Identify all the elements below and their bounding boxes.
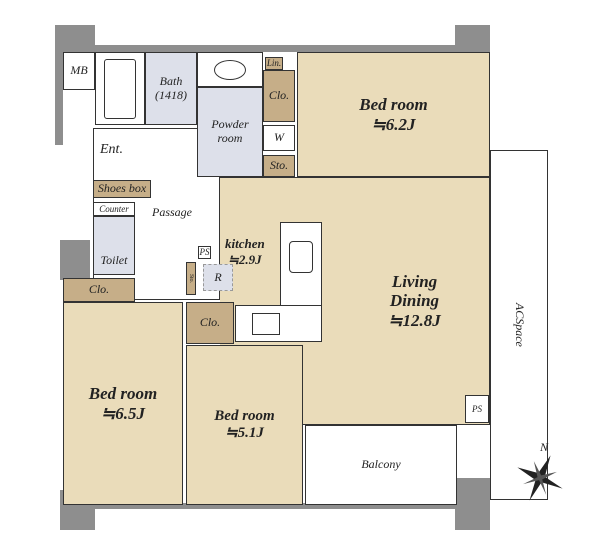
bed2-size: ≒6.5J bbox=[100, 403, 145, 423]
bed3-size: ≒5.1J bbox=[225, 425, 264, 441]
ps-shaft: PS bbox=[198, 246, 211, 259]
ps1-label: PS bbox=[199, 247, 210, 258]
bedroom-6-2: Bed room≒6.2J bbox=[297, 52, 490, 177]
pillar-bottom-right bbox=[455, 478, 490, 530]
ac-space: ACSpace bbox=[490, 150, 548, 500]
stove-counter bbox=[235, 305, 322, 342]
ac-label: ACSpace bbox=[512, 302, 527, 347]
dining-label: Dining bbox=[389, 291, 440, 311]
pillar-top-left bbox=[55, 25, 95, 50]
closet-left: Clo. bbox=[63, 278, 135, 302]
mb-label: MB bbox=[70, 63, 88, 78]
sto-small-label: Sto. bbox=[188, 273, 195, 284]
closet-kitchen: Clo. bbox=[186, 302, 234, 344]
counter-label: Counter bbox=[99, 203, 129, 214]
sto-top-label: Sto. bbox=[269, 158, 289, 173]
north-label: N bbox=[540, 440, 549, 454]
wall-bottom bbox=[60, 503, 460, 509]
clo-kitchen-label: Clo. bbox=[199, 315, 221, 330]
wall-left-upper bbox=[55, 45, 63, 145]
pillar-left bbox=[60, 240, 90, 280]
compass-icon bbox=[510, 448, 570, 508]
shoes-label: Shoes box bbox=[97, 181, 147, 196]
w-label: W bbox=[274, 130, 284, 145]
ps2-label: PS bbox=[472, 403, 482, 414]
entrance-label: Ent. bbox=[100, 142, 123, 157]
bed1-label: Bed room bbox=[359, 94, 428, 114]
toilet-label: Toilet bbox=[100, 253, 128, 268]
storage-small: Sto. bbox=[186, 262, 196, 295]
closet-top: Clo. bbox=[263, 70, 295, 122]
mb-room: MB bbox=[63, 52, 95, 90]
bed2-label: Bed room bbox=[88, 383, 158, 403]
wall-top bbox=[55, 45, 490, 52]
r-label: R bbox=[214, 269, 222, 284]
washer-space: W bbox=[263, 125, 295, 151]
toilet: Toilet bbox=[93, 216, 135, 275]
washbasin bbox=[197, 52, 263, 87]
bed3-label: Bed room bbox=[214, 407, 275, 424]
bath: Bath(1418) bbox=[145, 52, 197, 125]
bathtub bbox=[95, 52, 145, 125]
clo-left-label: Clo. bbox=[88, 282, 110, 297]
clo-top-label: Clo. bbox=[268, 88, 290, 103]
kitchen-label: kitchen≒2.9J bbox=[225, 236, 265, 267]
living-label: Living bbox=[391, 271, 438, 291]
powder-label: Powder bbox=[211, 117, 249, 132]
bedroom-6-5: Bed room≒6.5J bbox=[63, 302, 183, 505]
bath-size: (1418) bbox=[155, 87, 187, 102]
balcony-label: Balcony bbox=[361, 457, 401, 472]
pillar-top-right bbox=[455, 25, 490, 55]
living-size: ≒12.8J bbox=[388, 310, 441, 330]
bedroom-5-1: Bed room≒5.1J bbox=[186, 345, 303, 505]
ps-shaft-2: PS bbox=[465, 395, 489, 423]
powder-label-2: room bbox=[217, 131, 243, 145]
bed1-size: ≒6.2J bbox=[371, 114, 416, 134]
balcony: Balcony bbox=[305, 425, 457, 505]
refrigerator: R bbox=[203, 264, 233, 291]
passage-label: Passage bbox=[152, 205, 192, 219]
bath-label: Bath bbox=[159, 73, 183, 88]
lin-label: Lin. bbox=[266, 58, 282, 69]
linen: Lin. bbox=[265, 57, 283, 70]
counter: Counter bbox=[93, 202, 135, 216]
storage-top: Sto. bbox=[263, 155, 295, 177]
shoes-box: Shoes box bbox=[93, 180, 151, 198]
